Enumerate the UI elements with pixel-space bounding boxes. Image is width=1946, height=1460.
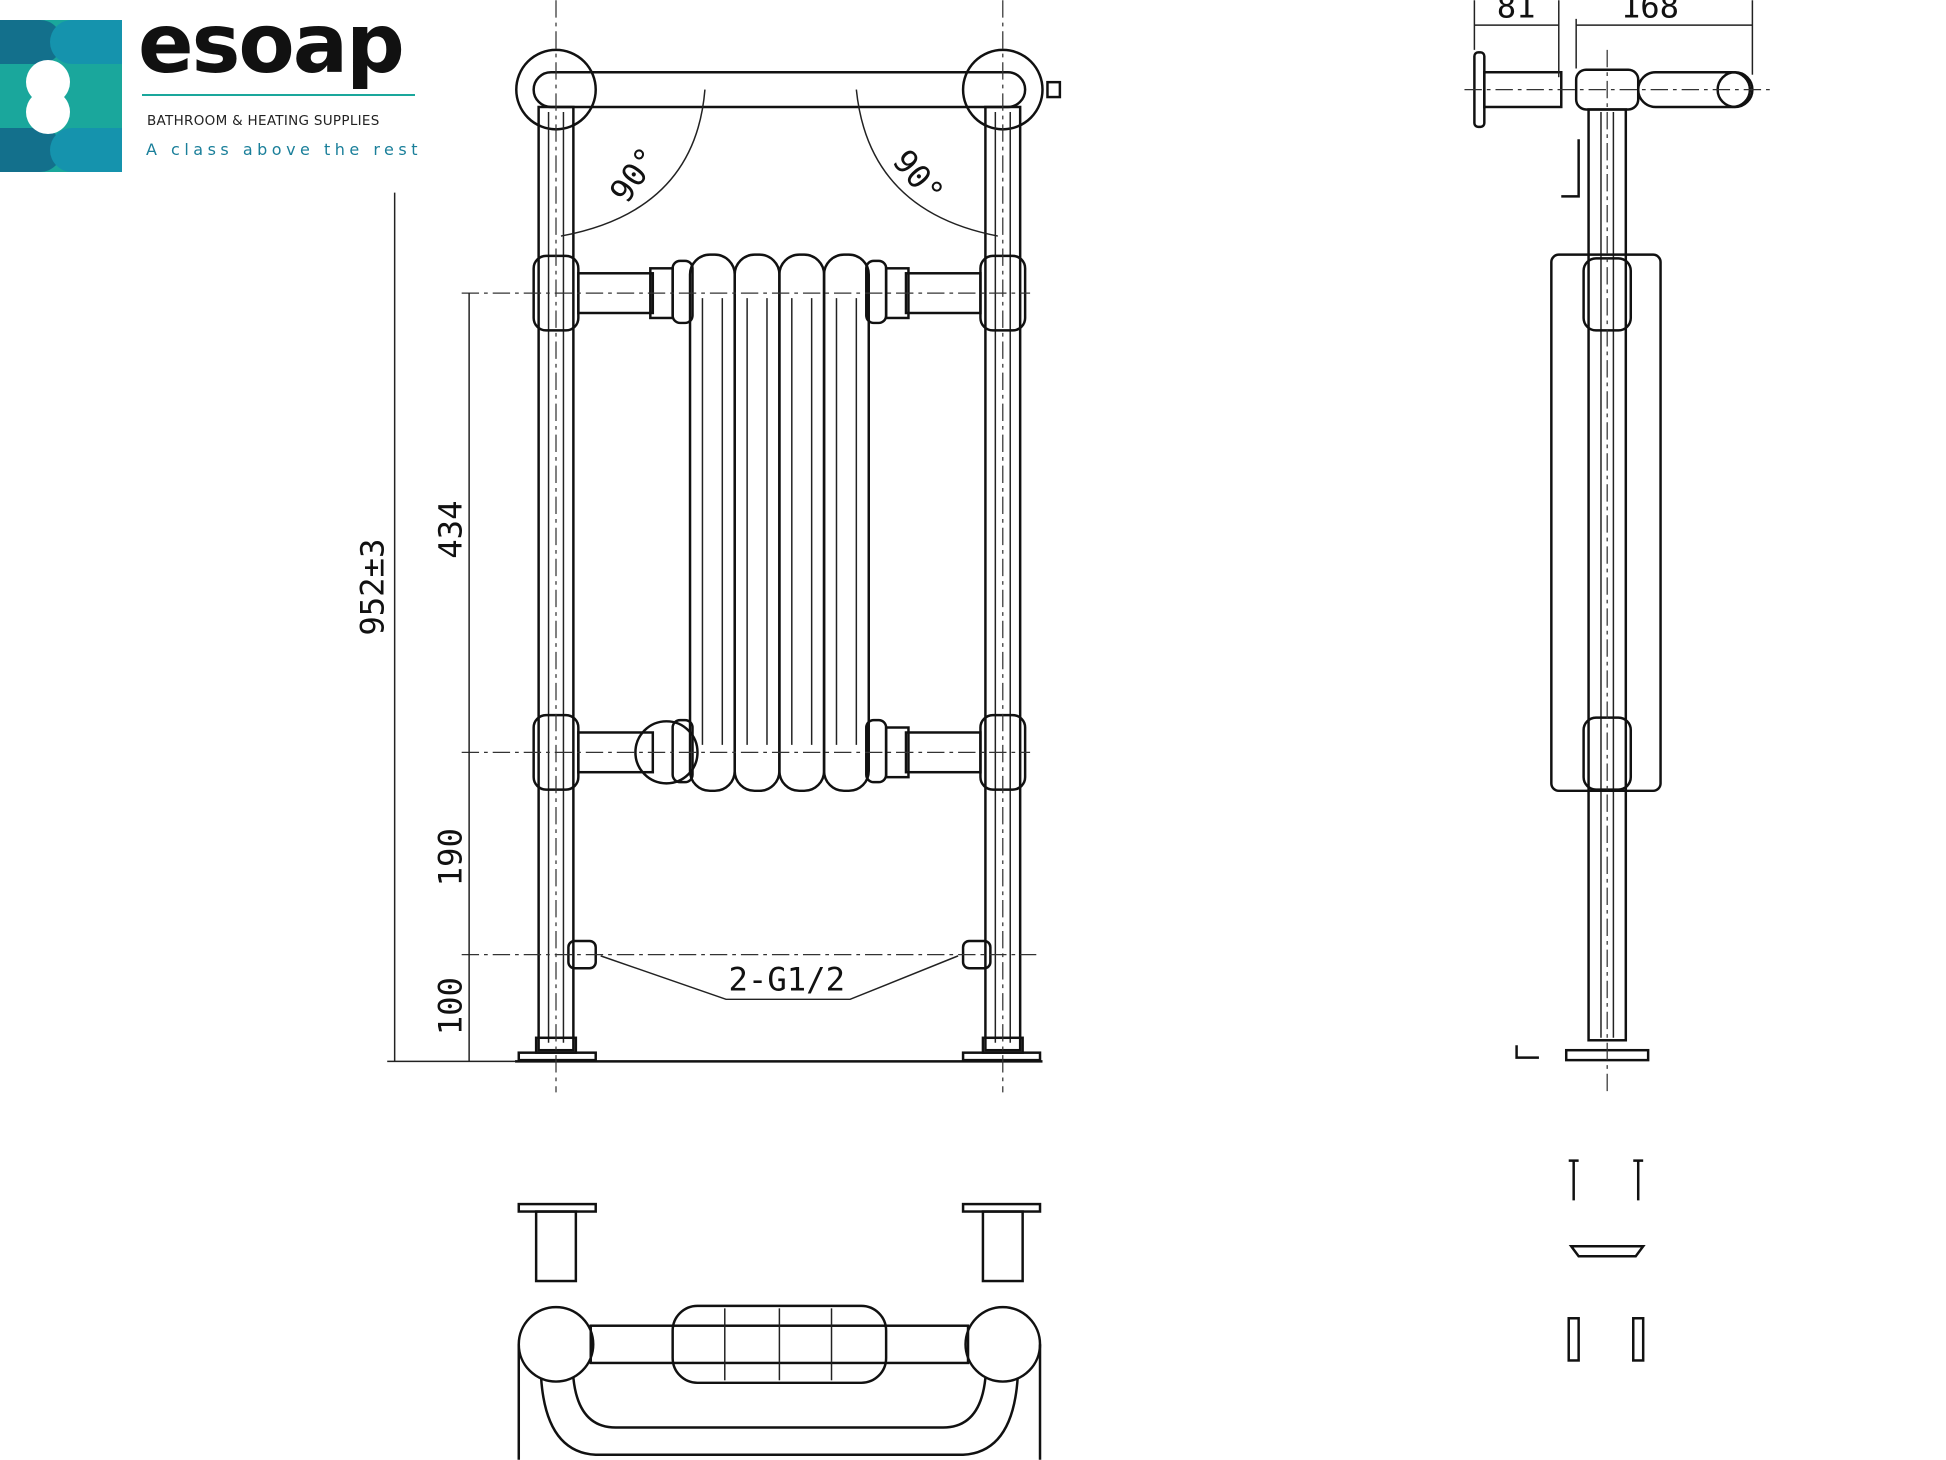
angle-left: 90° [602, 140, 667, 210]
dimension-100: 100 [432, 977, 470, 1035]
brand-logo: esoap BATHROOM & HEATING SUPPLIES A clas… [0, 0, 440, 180]
logo-rule [142, 94, 415, 96]
bottom-view [517, 1202, 1042, 1460]
side-view: 81 168 [1464, 0, 1775, 1093]
front-view: 952±3 434 190 100 90° 90° 2-G1/2 [353, 0, 1062, 1093]
angle-right: 90° [885, 142, 952, 211]
logo-mark-icon [0, 20, 122, 172]
logo-subtitle: BATHROOM & HEATING SUPPLIES [147, 113, 380, 129]
dimension-168: 168 [1621, 0, 1679, 26]
dimension-190: 190 [432, 828, 470, 886]
dimension-952: 952±3 [353, 539, 391, 636]
dimension-434: 434 [432, 500, 470, 558]
fixing-screws [1567, 1159, 1646, 1362]
dimension-81: 81 [1497, 0, 1536, 26]
logo-wordmark: esoap [138, 0, 405, 92]
radiator-columns [671, 253, 888, 793]
connection-label: 2-G1/2 [729, 961, 846, 999]
logo-tagline: A class above the rest [146, 140, 423, 159]
